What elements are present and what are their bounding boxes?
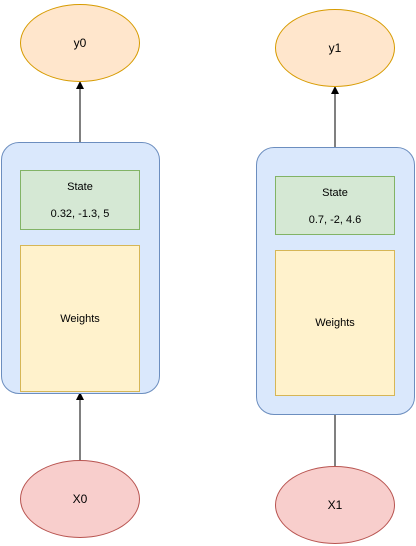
- input-node-x1: X1: [275, 466, 395, 544]
- input-label-x0: X0: [72, 492, 88, 506]
- state-values-0: 0.32, -1.3, 5: [50, 208, 110, 220]
- weights-label-0: Weights: [60, 312, 100, 325]
- input-node-x0: X0: [20, 460, 140, 538]
- state-label-1: State: [322, 187, 348, 199]
- state-box-0: State 0.32, -1.3, 5: [20, 170, 140, 230]
- output-node-y1: y1: [275, 9, 395, 87]
- state-values-1: 0.7, -2, 4.6: [308, 214, 362, 226]
- output-label-y1: y1: [328, 41, 342, 55]
- output-node-y0: y0: [20, 4, 140, 82]
- state-label-0: State: [67, 181, 93, 193]
- output-label-y0: y0: [73, 36, 87, 50]
- input-label-x1: X1: [327, 498, 343, 512]
- state-box-1: State 0.7, -2, 4.6: [275, 176, 395, 235]
- weights-box-0: Weights: [20, 245, 140, 392]
- weights-label-1: Weights: [315, 317, 355, 329]
- weights-box-1: Weights: [275, 250, 395, 396]
